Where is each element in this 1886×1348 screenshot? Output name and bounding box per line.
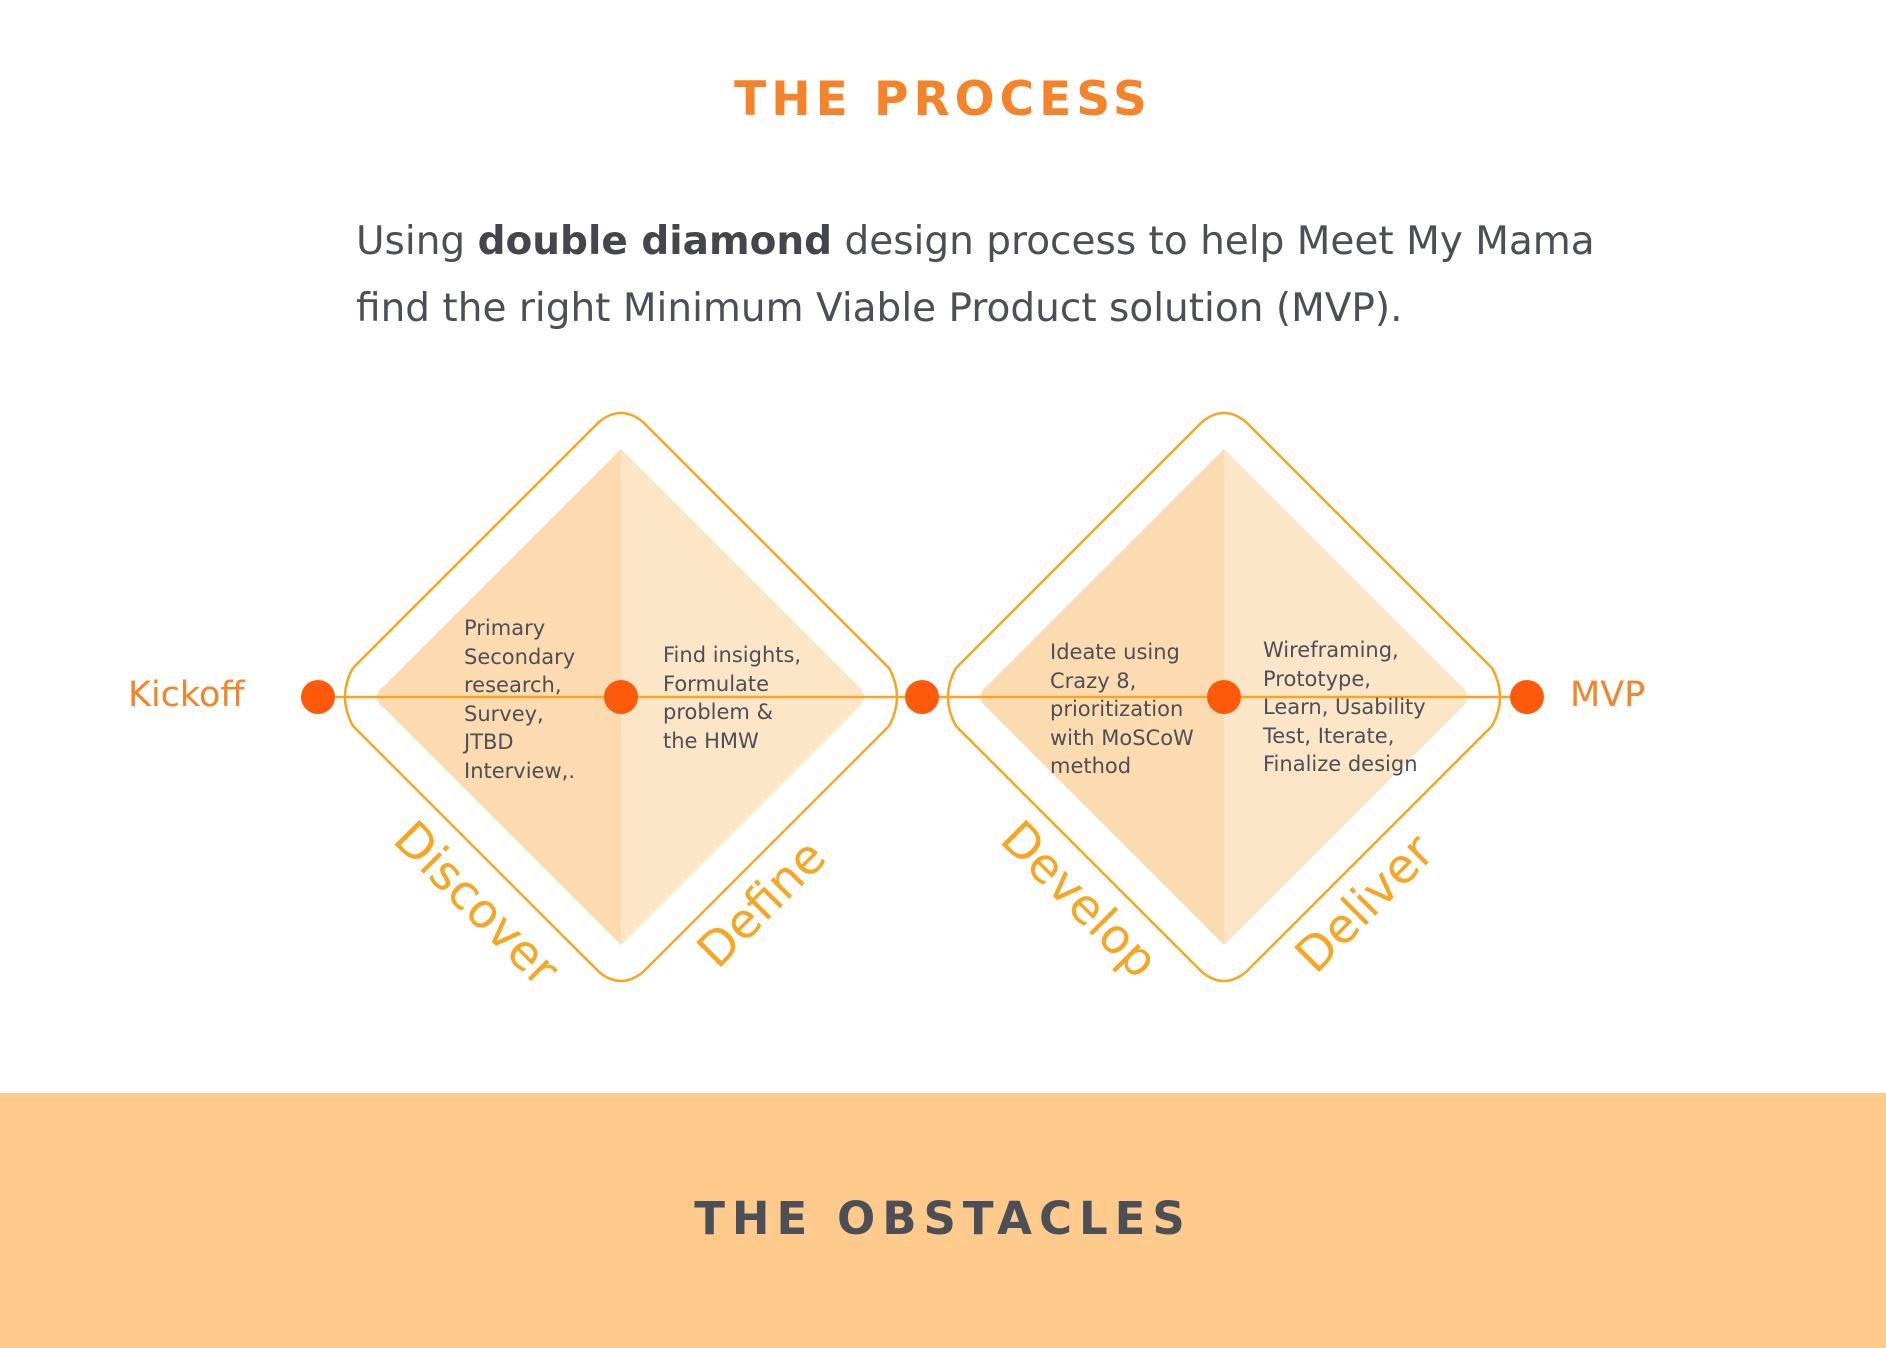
develop-line: Ideate using xyxy=(1050,640,1180,664)
discover-line: Survey, xyxy=(464,701,544,726)
develop-line: Crazy 8, xyxy=(1050,668,1137,693)
intro-bold-term: double diamond xyxy=(477,219,833,264)
discover-description: Primary Secondary research, Survey, JTBD… xyxy=(464,614,575,785)
obstacles-section xyxy=(0,1093,1886,1348)
node-kickoff xyxy=(301,680,335,714)
define-line: the HMW xyxy=(663,728,759,753)
node-develop-deliver xyxy=(1207,680,1241,714)
diamond-2-outline xyxy=(946,411,1502,983)
deliver-description: Wireframing, Prototype, Learn, Usability… xyxy=(1263,636,1426,779)
develop-line: prioritization xyxy=(1050,697,1184,721)
define-description: Find insights, Formulate problem & the H… xyxy=(663,641,801,755)
discover-line: research, xyxy=(464,673,562,697)
deliver-line: Prototype, xyxy=(1263,666,1371,691)
intro-text-line1: design process to help Meet My Mama xyxy=(832,219,1595,264)
intro-text-line2: find the right Minimum Viable Product so… xyxy=(356,286,1403,331)
develop-line: with MoSCoW xyxy=(1050,725,1194,750)
define-line: problem & xyxy=(663,700,773,724)
mvp-label: MVP xyxy=(1570,675,1646,715)
discover-line: Primary xyxy=(464,616,546,640)
diamond-1-outline xyxy=(343,411,899,983)
define-line: Find insights, xyxy=(663,643,802,667)
discover-line: Secondary xyxy=(464,644,576,669)
deliver-line: Test, Iterate, xyxy=(1263,723,1395,748)
intro-text-start: Using xyxy=(356,219,478,264)
deliver-line: Finalize design xyxy=(1263,752,1418,776)
process-title: THE PROCESS xyxy=(734,72,1152,127)
node-mid xyxy=(905,680,939,714)
deliver-line: Wireframing, xyxy=(1263,638,1399,662)
discover-line: Interview,. xyxy=(464,758,575,783)
node-discover-define xyxy=(604,680,638,714)
develop-line: method xyxy=(1050,754,1132,778)
obstacles-title: THE OBSTACLES xyxy=(694,1192,1192,1245)
discover-line: JTBD xyxy=(464,730,514,754)
deliver-line: Learn, Usability xyxy=(1263,695,1426,719)
kickoff-label: Kickoff xyxy=(128,675,245,715)
define-line: Formulate xyxy=(663,671,770,696)
intro-paragraph: Using double diamond design process to h… xyxy=(356,208,1606,342)
node-mvp xyxy=(1510,680,1544,714)
develop-description: Ideate using Crazy 8, prioritization wit… xyxy=(1050,638,1194,781)
